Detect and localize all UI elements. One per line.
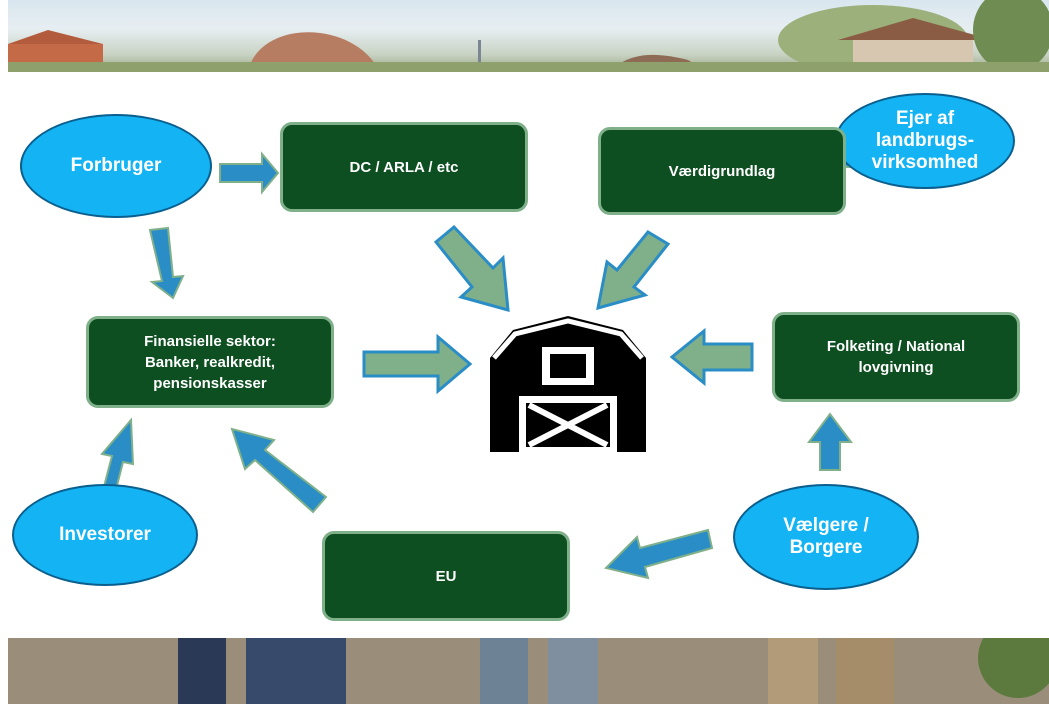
arrow-finansielle-to-barn — [362, 333, 473, 395]
node-dc-arla-label: DC / ARLA / etc — [349, 158, 459, 176]
arrow-eu-to-finansielle — [230, 427, 328, 514]
node-eu-label: EU — [435, 567, 457, 585]
diagram-arrows — [98, 136, 863, 580]
node-finansielle-label: Finansielle sektor: Banker, realkredit, … — [144, 332, 276, 392]
node-vaelgere: Vælgere / Borgere — [733, 484, 919, 590]
arrow-forbruger-to-finansielle — [148, 226, 185, 300]
node-vaerdigrundlag-label: Værdigrundlag — [668, 162, 776, 180]
node-forbruger-label: Forbruger — [70, 155, 162, 176]
arrow-vaelgere-to-folketing — [807, 412, 853, 471]
arrow-vaerdigrundlag-to-barn — [596, 230, 671, 311]
left-margin — [0, 0, 8, 704]
node-vaerdigrundlag: Værdigrundlag — [598, 127, 846, 215]
barn-icon — [490, 316, 646, 452]
node-folketing: Folketing / National lovgivning — [772, 312, 1020, 402]
node-folketing-label: Folketing / National lovgivning — [826, 338, 966, 376]
node-eu: EU — [322, 531, 570, 621]
arrow-vaelgere-to-eu — [604, 528, 714, 580]
arrow-dc-to-barn — [433, 224, 510, 313]
node-vaelgere-label: Vælgere / Borgere — [783, 515, 869, 558]
node-ejer: Ejer af landbrugs- virksomhed — [835, 93, 1015, 189]
arrow-forbruger-to-dc — [219, 151, 280, 195]
node-investorer-label: Investorer — [59, 524, 151, 545]
node-forbruger: Forbruger — [20, 114, 212, 218]
node-finansielle: Finansielle sektor: Banker, realkredit, … — [86, 316, 334, 408]
node-ejer-label: Ejer af landbrugs- virksomhed — [871, 108, 979, 173]
node-dc-arla: DC / ARLA / etc — [280, 122, 528, 212]
node-investorer: Investorer — [12, 484, 198, 586]
background-photo-top — [8, 0, 1049, 72]
background-photo-bottom — [8, 638, 1049, 704]
arrow-folketing-to-barn — [669, 327, 754, 387]
